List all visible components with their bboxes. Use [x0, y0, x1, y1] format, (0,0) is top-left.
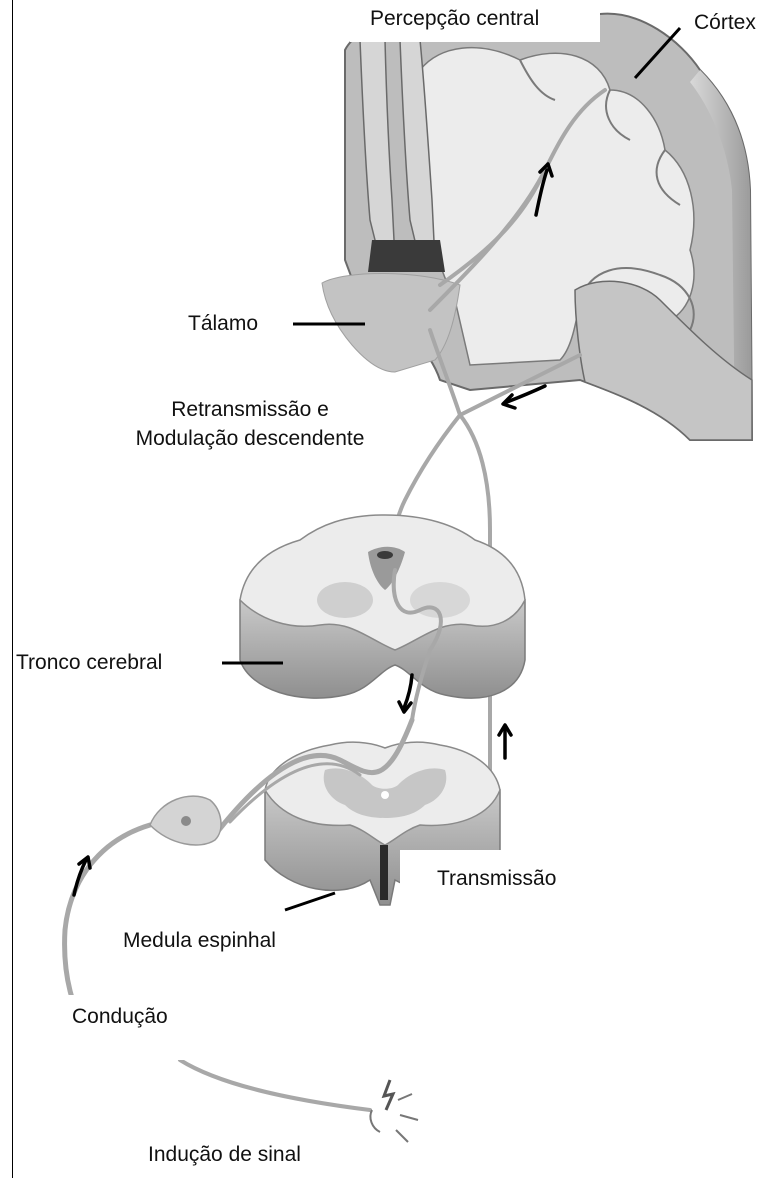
brainstem: [240, 515, 525, 698]
stimulus-burst-icon: [370, 1080, 418, 1142]
arrow-up-transmission-icon: [499, 725, 511, 758]
label-transmissao: Transmissão: [437, 866, 556, 892]
spinal-central-canal: [381, 791, 389, 799]
ganglion-nucleus: [181, 816, 191, 826]
label-talamo: Tálamo: [188, 311, 258, 337]
arrow-down-brainstem-icon: [399, 675, 412, 712]
brainstem-canal: [377, 551, 393, 559]
brain-cortex: [345, 14, 752, 440]
label-retransmissao-line2: Modulação descendente: [105, 426, 395, 452]
label-tronco-cerebral: Tronco cerebral: [16, 650, 162, 676]
label-cortex: Córtex: [694, 10, 756, 36]
label-conducao: Condução: [72, 1004, 168, 1030]
spinal-fissure: [380, 845, 388, 900]
brainstem-left-nucleus: [317, 582, 373, 618]
medula-leader: [285, 893, 335, 910]
label-retransmissao-line1: Retransmissão e: [105, 397, 395, 423]
label-percepcao-central: Percepção central: [370, 6, 539, 32]
ventricle: [368, 240, 445, 272]
label-medula-espinhal: Medula espinhal: [123, 928, 276, 954]
signal-fiber: [180, 1060, 370, 1110]
label-inducao-de-sinal: Indução de sinal: [148, 1142, 301, 1168]
